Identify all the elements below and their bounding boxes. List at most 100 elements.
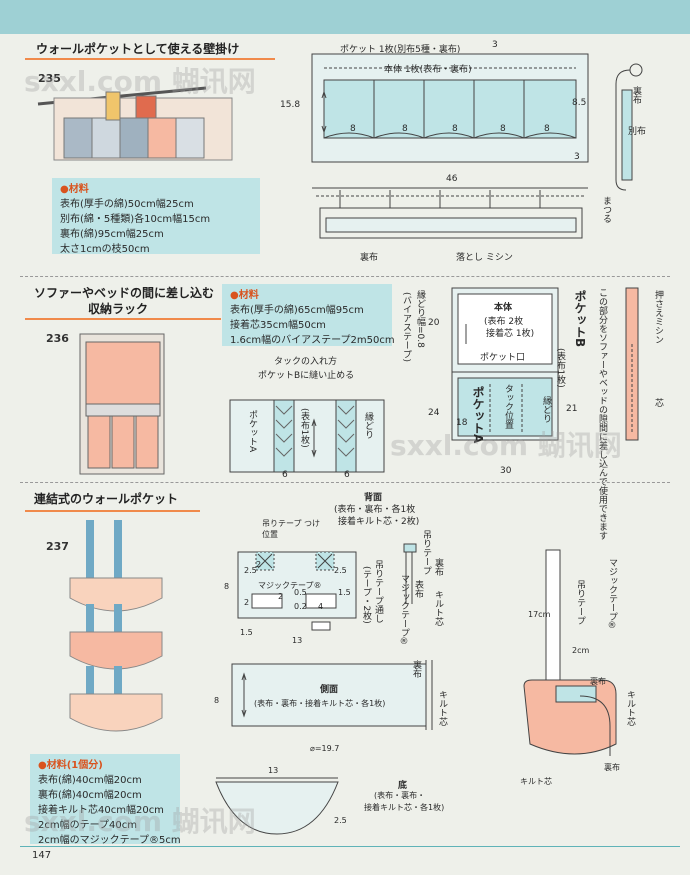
back-sub1: (表布・裏布・各1枚 — [334, 505, 416, 515]
wall-pocket-diagram — [311, 53, 643, 239]
dim-18: 18 — [456, 418, 468, 428]
interfacing-label: 芯 — [653, 398, 663, 407]
section-237-number: 237 — [46, 540, 69, 553]
side-section-diagram — [625, 287, 639, 441]
dim-4: 4 — [318, 602, 324, 611]
ill-magic: マジックテープ® — [607, 558, 617, 631]
ill-quilt: キルト芯 — [625, 690, 635, 726]
tuck-position-label: タック位置 — [503, 384, 513, 429]
material-item: 裏布(綿)95cm幅25cm — [60, 229, 164, 240]
back-title: 背面 — [364, 493, 383, 503]
pocket-a-fabric: (表布1枚) — [299, 408, 309, 448]
dim-3a: 3 — [492, 40, 498, 50]
materials-head: ●材料 — [230, 290, 259, 301]
dim-2a: 2 — [256, 560, 262, 569]
cross-section-diagram-2 — [425, 660, 433, 730]
pocket-a2-label: ポケットA — [471, 386, 485, 444]
body-sub1: (表布 2枚 — [484, 317, 524, 327]
material-item: 2cm幅のテープ40cm — [38, 820, 137, 831]
pocket-b-label: ポケットB — [573, 290, 587, 348]
dim-17cm: 17cm — [528, 610, 551, 619]
section-235-title: ウォールポケットとして使える壁掛け — [36, 42, 240, 56]
magic-tape-label: マジックテープ® — [258, 581, 322, 590]
tuck-method-label: タックの入れ方 — [274, 357, 338, 367]
body-label: 本体 1枚(表布・裏布) — [384, 65, 472, 75]
topstitch-label: 落とし ミシン — [456, 253, 513, 263]
dim-2-5b: 2.5 — [334, 566, 347, 575]
side-lining-label: 裏布 — [631, 86, 641, 104]
material-item: 接着芯35cm幅50cm — [230, 320, 326, 331]
material-item: 表布(厚手の綿)65cm幅95cm — [230, 305, 364, 316]
section-236-number: 236 — [46, 332, 69, 345]
section-235-materials: ●材料 表布(厚手の綿)50cm幅25cm 別布(綿・5種類)各10cm幅15c… — [52, 178, 260, 255]
cs-magic: マジックテープ® — [399, 574, 409, 647]
dim-8: 8 — [452, 124, 458, 134]
dim-phi: ⌀=19.7 — [310, 744, 340, 753]
section-235-title-rule — [25, 58, 275, 60]
pocket-a-diagram — [229, 399, 385, 473]
lining-label: 裏布 — [360, 253, 379, 263]
cs-hang-tape: 吊りテープ — [421, 530, 431, 575]
binding-label-2: 縁どり — [541, 396, 551, 423]
cs-outer: 表布 — [413, 580, 423, 598]
material-item: 裏布(綿)40cm幅20cm — [38, 790, 142, 801]
dim-30: 30 — [500, 466, 512, 476]
footer-rule — [20, 846, 680, 847]
section-divider — [20, 482, 670, 483]
side-title: 側面 — [320, 685, 339, 695]
page-number: 147 — [32, 850, 52, 861]
pocket-mouth-label: ポケット口 — [480, 353, 526, 363]
dim-1-5a: 1.5 — [240, 628, 253, 637]
section-237-title: 連結式のウォールポケット — [34, 492, 179, 506]
press-stitch-label: 押さえミシン — [653, 290, 663, 344]
section-236-title-rule — [25, 318, 221, 320]
tape-count-label: (テープ・2枚) — [361, 566, 371, 624]
dim-20: 20 — [428, 318, 440, 328]
section-236-title-line2: 収納ラック — [88, 302, 149, 316]
binding-width-label: 縁どり幅=0.8 — [415, 290, 425, 348]
side-fabric-label: 別布 — [628, 127, 647, 137]
linked-pocket-illustration — [69, 520, 163, 732]
pocket-a-label: ポケットA — [247, 410, 257, 453]
side-panel-diagram — [231, 663, 427, 727]
dim-13b: 13 — [268, 766, 279, 775]
watermark: sxxl.com 蝴讯网 — [24, 805, 256, 838]
dim-2-5a: 2.5 — [244, 566, 257, 575]
dim-1-5b: 1.5 — [338, 588, 351, 597]
slipstitch-label: まつる — [601, 196, 611, 223]
material-item: 接着キルト芯40cm幅20cm — [38, 805, 164, 816]
pocket-label: ポケット 1枚(別布5種・裏布) — [340, 45, 461, 55]
bottom-sub1: (表布・裏布・ — [374, 791, 426, 800]
watermark: sxxl.com 蝴讯网 — [24, 65, 256, 98]
tuck-sew-label: ポケットBに縫い止める — [258, 371, 355, 381]
storage-rack-illustration — [79, 333, 165, 475]
dim-8: 8 — [350, 124, 356, 134]
hang-tape-loop-label: 吊りテープ通し — [373, 560, 383, 623]
cs-quilt: キルト芯 — [433, 590, 443, 626]
dim-13: 13 — [292, 636, 303, 645]
dim-24: 24 — [428, 408, 440, 418]
dim-15-8: 15.8 — [280, 100, 301, 110]
bottom-sub2: 接着キルト芯・各1枚) — [364, 803, 445, 812]
dim-0-5: 0.5 — [294, 588, 307, 597]
bottom-panel-diagram — [215, 777, 339, 835]
dim-6b: 6 — [344, 470, 350, 480]
dim-0-2: 0.2 — [294, 602, 307, 611]
back-sub2: 接着キルト芯・2枚) — [338, 517, 420, 527]
material-item: 表布(厚手の綿)50cm幅25cm — [60, 199, 194, 210]
ill-hang-tape: 吊りテープ — [575, 580, 585, 625]
bias-tape-label: (バイアステープ) — [401, 292, 411, 363]
section-235-number: 235 — [38, 72, 61, 85]
dim-8: 8 — [224, 582, 230, 591]
dim-8b: 8 — [214, 696, 220, 705]
binding-label: 縁どり — [363, 412, 373, 439]
wall-pocket-illustration — [37, 86, 233, 161]
dim-8: 8 — [402, 124, 408, 134]
material-item: 1.6cm幅のバイアステープ2m50cm — [230, 335, 395, 346]
hang-tape-position: 吊りテープ つけ位置 — [262, 519, 321, 539]
dim-3b: 3 — [574, 152, 580, 162]
material-item: 2cm幅のマジックテープ®5cm — [38, 835, 181, 846]
side-sub: (表布・裏布・接着キルト芯・各1枚) — [254, 699, 386, 708]
body-title: 本体 — [494, 303, 513, 313]
